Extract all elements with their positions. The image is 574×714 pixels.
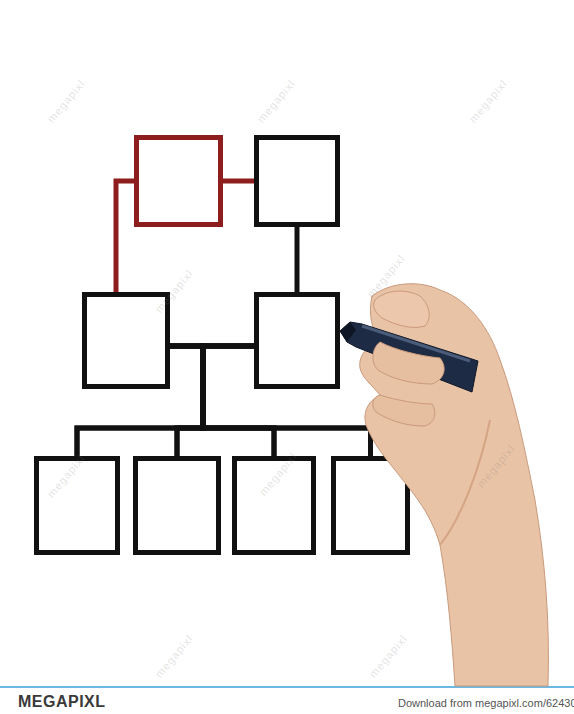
org-box [34,456,120,555]
org-connector [203,346,371,456]
org-box [254,135,340,227]
index-finger [373,342,444,384]
org-connector [77,346,203,456]
org-box [134,135,223,227]
marker-pen [340,322,478,392]
org-box [254,292,340,389]
org-connector [203,346,274,456]
org-connector [170,346,371,456]
watermark: megapixl [467,77,510,125]
marker-tip [340,322,356,342]
org-connector [116,181,134,292]
watermark: megapixl [153,632,196,680]
org-connector [223,179,254,184]
thumb [374,291,429,327]
watermark: megapixl [153,267,196,315]
footer-band [0,686,574,714]
org-box [232,456,316,555]
watermark: megapixl [367,632,410,680]
watermark: megapixl [45,77,88,125]
hand-crease [440,420,490,545]
org-box [133,456,221,555]
org-connector [177,346,254,456]
org-connector [77,346,254,456]
middle-finger [373,395,435,426]
org-connector [170,346,274,456]
org-box [82,292,170,389]
org-connector [295,227,300,292]
watermark: megapixl [255,77,298,125]
